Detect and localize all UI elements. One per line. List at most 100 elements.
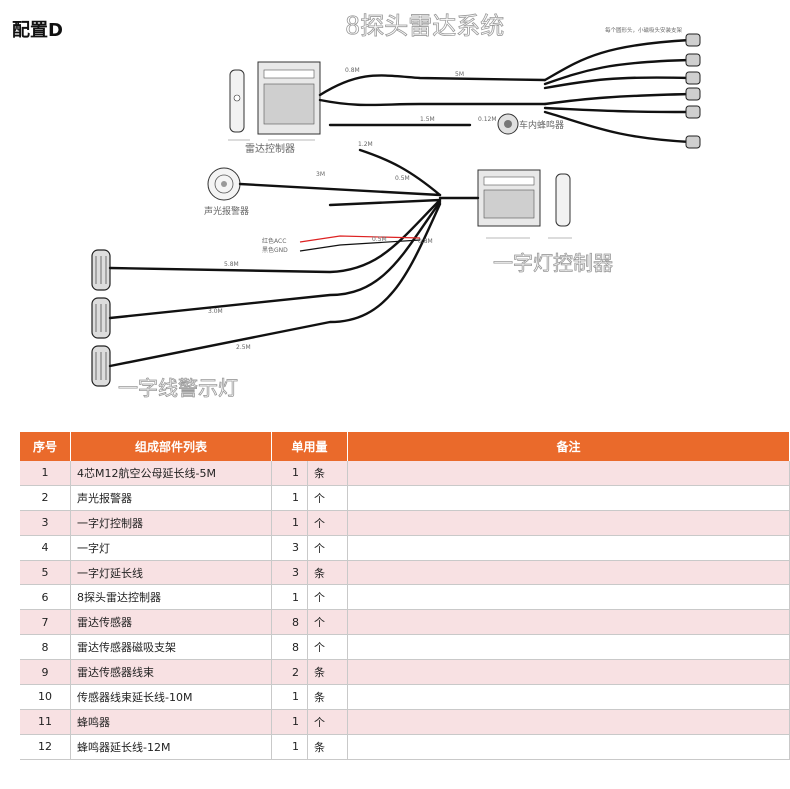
- buzzer-label: 车内蜂鸣器: [519, 119, 564, 131]
- row-qty: 8: [272, 610, 308, 636]
- wire-label: 0.5M: [395, 175, 410, 182]
- row-no: 6: [20, 585, 71, 611]
- row-note: [348, 535, 790, 561]
- row-qty: 3: [272, 560, 308, 586]
- table-header-row: 序号 组成部件列表 单用量 备注: [20, 432, 790, 461]
- row-name: 声光报警器: [71, 485, 272, 511]
- wire-label: 0.8M: [345, 67, 360, 74]
- row-name: 雷达传感器线束: [71, 660, 272, 686]
- wire-label: 1.2M: [358, 141, 373, 148]
- row-note: [348, 585, 790, 611]
- row-unit: 条: [308, 560, 348, 586]
- header-no: 序号: [20, 432, 71, 461]
- row-note: [348, 485, 790, 511]
- row-no: 7: [20, 610, 71, 636]
- row-unit: 个: [308, 485, 348, 511]
- header-qty: 单用量: [272, 432, 348, 461]
- row-unit: 个: [308, 635, 348, 661]
- row-no: 8: [20, 635, 71, 661]
- row-no: 11: [20, 709, 71, 735]
- strip-light-1: [91, 249, 111, 291]
- row-name: 一字灯延长线: [71, 560, 272, 586]
- row-name: 雷达传感器: [71, 610, 272, 636]
- row-name: 传感器线束延长线-10M: [71, 685, 272, 710]
- row-name: 蜂鸣器: [71, 709, 272, 735]
- row-no: 5: [20, 560, 71, 586]
- row-note: [348, 560, 790, 586]
- row-unit: 条: [308, 461, 348, 486]
- wire-label: 3.0M: [208, 308, 223, 315]
- row-no: 1: [20, 461, 71, 486]
- wire-label: 0.5M: [372, 236, 387, 243]
- row-qty: 1: [272, 461, 308, 486]
- wire-label: 1.5M: [420, 116, 435, 123]
- row-qty: 1: [272, 485, 308, 511]
- wiring-diagram: 8探头雷达系统 雷达控制器 一字灯控制器 一字线警示灯 声光报警器 车内蜂鸣器 …: [91, 12, 701, 400]
- row-note: [348, 461, 790, 486]
- header-name: 组成部件列表: [71, 432, 272, 461]
- row-no: 4: [20, 535, 71, 561]
- row-name: 蜂鸣器延长线-12M: [71, 734, 272, 760]
- row-no: 3: [20, 510, 71, 536]
- row-qty: 8: [272, 635, 308, 661]
- power-label-acc: 红色ACC: [262, 237, 286, 245]
- row-qty: 1: [272, 709, 308, 735]
- row-note: [348, 660, 790, 686]
- row-note: [348, 635, 790, 661]
- row-no: 2: [20, 485, 71, 511]
- row-qty: 1: [272, 734, 308, 760]
- header-note: 备注: [348, 432, 790, 461]
- row-note: [348, 734, 790, 760]
- row-name: 4芯M12航空公母延长线-5M: [71, 461, 272, 486]
- row-name: 雷达传感器磁吸支架: [71, 635, 272, 661]
- row-no: 10: [20, 685, 71, 710]
- row-note: [348, 510, 790, 536]
- row-note: [348, 685, 790, 710]
- row-unit: 条: [308, 685, 348, 710]
- row-unit: 个: [308, 709, 348, 735]
- system-title: 8探头雷达系统: [345, 12, 504, 40]
- row-note: [348, 610, 790, 636]
- page-title: 配置D: [12, 20, 63, 41]
- row-note: [348, 709, 790, 735]
- row-name: 一字灯控制器: [71, 510, 272, 536]
- wire-label: 5M: [455, 71, 464, 78]
- sensor-note: 每个圆形头，小磁吸头安装支架: [605, 26, 683, 34]
- row-unit: 个: [308, 535, 348, 561]
- row-unit: 个: [308, 510, 348, 536]
- alarm-label: 声光报警器: [204, 205, 249, 217]
- row-unit: 条: [308, 660, 348, 686]
- row-no: 12: [20, 734, 71, 760]
- alarm-device: [207, 167, 241, 201]
- row-name: 一字灯: [71, 535, 272, 561]
- row-qty: 1: [272, 585, 308, 611]
- row-qty: 1: [272, 510, 308, 536]
- radar-controller: [228, 61, 321, 141]
- buzzer-device: [497, 113, 519, 135]
- strip-light-2: [91, 297, 111, 339]
- radar-controller-label: 雷达控制器: [245, 142, 295, 155]
- strip-light-3: [91, 345, 111, 387]
- row-unit: 个: [308, 610, 348, 636]
- wire-label: 0.12M: [478, 116, 497, 123]
- strip-controller-label: 一字灯控制器: [493, 251, 613, 275]
- power-label-gnd: 黑色GND: [262, 246, 288, 254]
- wire-labels: 0.8M 5M 0.12M 1.5M 1.2M 0.5M 3M 5.8M 3.0…: [208, 67, 497, 351]
- row-unit: 个: [308, 585, 348, 611]
- radar-sensors: [685, 33, 701, 149]
- wire-label: 3M: [316, 171, 325, 178]
- row-name: 8探头雷达控制器: [71, 585, 272, 611]
